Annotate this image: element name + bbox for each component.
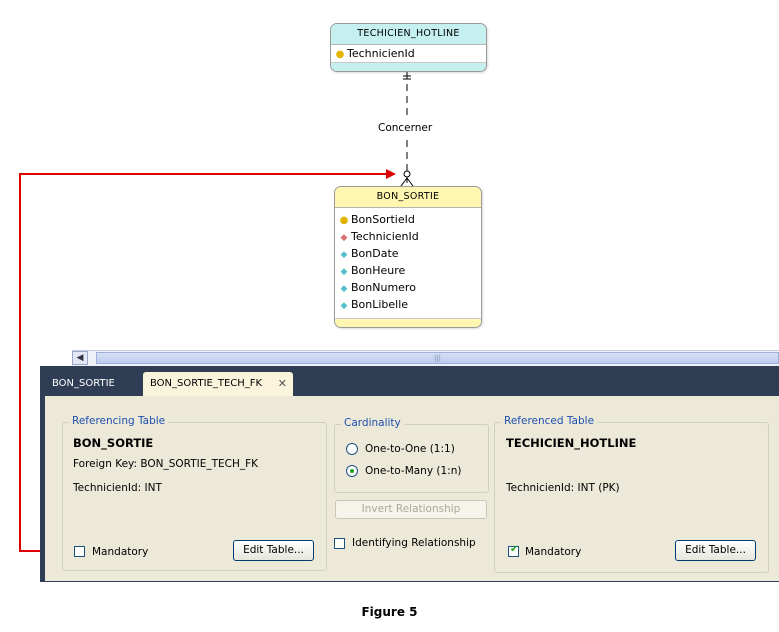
entity-footer	[331, 62, 486, 71]
invert-relationship-button[interactable]: Invert Relationship	[335, 500, 487, 519]
primary-key-icon: ●	[335, 49, 345, 60]
scroll-thumb[interactable]: |||	[96, 352, 779, 364]
entity-footer	[335, 318, 481, 327]
entity-column: ◆BonHeure	[335, 262, 481, 279]
entity-column: ●BonSortieId	[335, 211, 481, 228]
entity-column: ◆BonDate	[335, 245, 481, 262]
group-legend: Cardinality	[341, 417, 404, 429]
foreign-key-icon: ◆	[340, 233, 348, 243]
mandatory-checkbox[interactable]: ✔	[508, 544, 519, 557]
identifying-relationship-checkbox[interactable]	[334, 538, 345, 549]
tab-bon-sortie[interactable]: BON_SORTIE	[52, 378, 115, 389]
horizontal-scrollbar[interactable]: ◀ |||	[72, 350, 779, 366]
editor-content: Referencing Table BON_SORTIE Foreign Key…	[45, 396, 779, 581]
one-to-one-label: One-to-One (1:1)	[365, 443, 455, 455]
entity-column: ◆TechnicienId	[335, 228, 481, 245]
entity-title: TECHICIEN_HOTLINE	[331, 24, 486, 45]
edit-table-button[interactable]: Edit Table...	[675, 540, 756, 561]
entity-title: BON_SORTIE	[335, 187, 481, 208]
entity-techicien-hotline[interactable]: TECHICIEN_HOTLINE ●TechnicienId	[330, 23, 487, 72]
zero-mark	[403, 170, 411, 178]
column-icon: ◆	[340, 250, 348, 260]
referencing-table-group: Referencing Table BON_SORTIE Foreign Key…	[62, 415, 327, 571]
entity-bon-sortie[interactable]: BON_SORTIE ●BonSortieId ◆TechnicienId ◆B…	[334, 186, 482, 328]
mandatory-checkbox[interactable]	[74, 546, 85, 557]
referenced-table-name: TECHICIEN_HOTLINE	[506, 436, 637, 450]
referenced-column: TechnicienId: INT (PK)	[506, 482, 620, 494]
entity-column: ●TechnicienId	[331, 45, 486, 62]
relationship-label: Concerner	[377, 122, 434, 134]
mandatory-label: Mandatory	[92, 546, 149, 558]
annotation-arrow-head	[386, 169, 396, 179]
scroll-left-button[interactable]: ◀	[72, 351, 88, 365]
referenced-table-group: Referenced Table TECHICIEN_HOTLINE Techn…	[494, 415, 769, 573]
crow-foot-left	[400, 177, 408, 187]
referencing-table-name: BON_SORTIE	[73, 436, 154, 450]
tab-bon-sortie-tech-fk[interactable]: BON_SORTIE_TECH_FK ✕	[143, 372, 293, 396]
entity-column: ◆BonNumero	[335, 279, 481, 296]
entity-column: ◆BonLibelle	[335, 296, 481, 313]
column-icon: ◆	[340, 267, 348, 277]
one-to-one-radio[interactable]	[346, 443, 358, 455]
edit-table-button[interactable]: Edit Table...	[233, 540, 314, 561]
crow-foot-right	[406, 177, 414, 187]
column-icon: ◆	[340, 301, 348, 311]
cardinality-group: Cardinality One-to-One (1:1) One-to-Many…	[334, 417, 489, 493]
figure-caption: Figure 5	[361, 605, 418, 619]
one-to-many-label: One-to-Many (1:n)	[365, 465, 462, 477]
identifying-relationship-label: Identifying Relationship	[352, 537, 476, 549]
group-legend: Referencing Table	[69, 415, 169, 427]
close-icon[interactable]: ✕	[277, 377, 287, 390]
foreign-key-name: Foreign Key: BON_SORTIE_TECH_FK	[73, 458, 259, 470]
group-legend: Referenced Table	[501, 415, 598, 427]
tab-label: BON_SORTIE_TECH_FK	[150, 378, 263, 389]
mandatory-label: Mandatory	[525, 546, 582, 558]
referencing-column: TechnicienId: INT	[73, 482, 162, 494]
primary-key-icon: ●	[339, 215, 349, 226]
one-to-many-radio[interactable]	[346, 465, 358, 477]
column-icon: ◆	[340, 284, 348, 294]
relationship-editor: BON_SORTIE BON_SORTIE_TECH_FK ✕ Referenc…	[40, 366, 779, 582]
radio-selected-dot	[350, 469, 354, 473]
check-icon: ✔	[510, 544, 519, 555]
